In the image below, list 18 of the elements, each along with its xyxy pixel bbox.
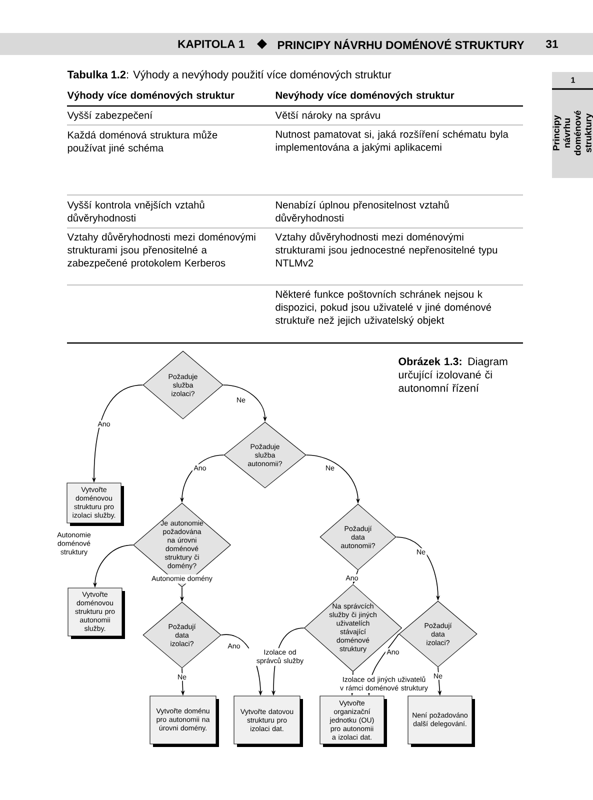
table-cell: Nenabízí úplnou přenositelnost vztahů důvěryhodnosti	[276, 200, 449, 224]
figure-caption: Obrázek 1.3: Diagram určující izolované či autonomní řízení	[398, 357, 508, 392]
table-cell: Vyšší zabezpečení	[67, 111, 152, 121]
side-tab-title: Principy návrhu doménové struktury	[552, 110, 593, 156]
table-title: Tabulka 1.2: Výhody a nevýhody použití více doménových struktur	[67, 70, 392, 81]
table-cell: Vyšší kontrola vnějších vztahů důvěryhodnosti	[67, 200, 204, 224]
table-cell: Větší nároky na správu	[275, 111, 380, 121]
page-header: PRINCIPY NÁVRHU DOMÉNOVÉ STRUKTURY	[278, 38, 524, 50]
page-number: 31	[546, 40, 558, 48]
column-header: Výhody více doménových struktur	[67, 91, 234, 101]
table-cell: Některé funkce poštovních schránek nejsou k dispozici, pokud jsou uživatelé v jiné doménové struktuře než jejich uživatelský objekt	[276, 290, 492, 326]
table-cell: Nutnost pamatovat si, jaká rozšíření schématu byla implementována a jakými aplikacemi	[276, 130, 508, 153]
column-header: Nevýhody více doménových struktur	[276, 91, 454, 101]
page-header: KAPITOLA 1	[178, 40, 244, 48]
chapter-number: 1	[571, 77, 575, 83]
table-cell: Vztahy důvěryhodnosti mezi doménovými strukturami jsou přenositelné a zabezpečené protokolem Kerberos	[67, 232, 256, 269]
table-cell: Každá doménová struktura může používat jiné schéma	[68, 130, 218, 154]
table-cell: Vztahy důvěryhodnosti mezi doménovými strukturami jsou jednocestné nepřenositelné typu NTLMv2	[275, 232, 498, 266]
